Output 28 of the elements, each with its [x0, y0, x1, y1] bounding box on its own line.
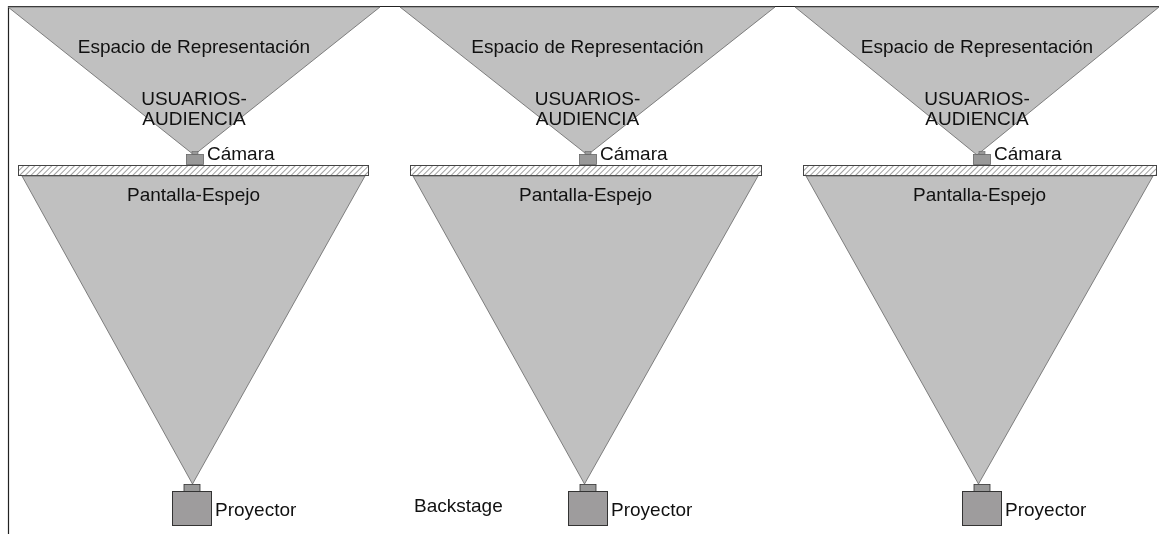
projection-cone	[22, 176, 365, 484]
mirror-screen-bar	[410, 165, 762, 176]
camera-icon	[186, 151, 204, 165]
projector-icon	[568, 484, 608, 526]
camera-label: Cámara	[600, 144, 668, 164]
area-title: Espacio de Representación	[859, 37, 1095, 57]
projector-icon	[962, 484, 1002, 526]
area-title: Espacio de Representación	[76, 37, 312, 57]
camera-label: Cámara	[207, 144, 275, 164]
projector-label: Proyector	[215, 500, 297, 520]
audience-label: USUARIOS- AUDIENCIA	[923, 89, 1031, 129]
projection-cone	[806, 176, 1153, 484]
projector-label: Proyector	[611, 500, 693, 520]
area-title: Espacio de Representación	[470, 37, 705, 57]
screen-label: Pantalla-Espejo	[125, 185, 262, 205]
area-label: Backstage	[414, 496, 503, 516]
projector-label: Proyector	[1005, 500, 1087, 520]
screen-label: Pantalla-Espejo	[911, 185, 1048, 205]
mirror-screen-bar	[18, 165, 369, 176]
audience-label: USUARIOS- AUDIENCIA	[140, 89, 248, 129]
camera-icon	[973, 151, 991, 165]
audience-label: USUARIOS- AUDIENCIA	[533, 89, 642, 129]
mirror-screen-bar	[803, 165, 1157, 176]
camera-icon	[579, 151, 597, 165]
projection-cone	[413, 176, 758, 484]
screen-label: Pantalla-Espejo	[517, 185, 654, 205]
projector-icon	[172, 484, 212, 526]
camera-label: Cámara	[994, 144, 1062, 164]
